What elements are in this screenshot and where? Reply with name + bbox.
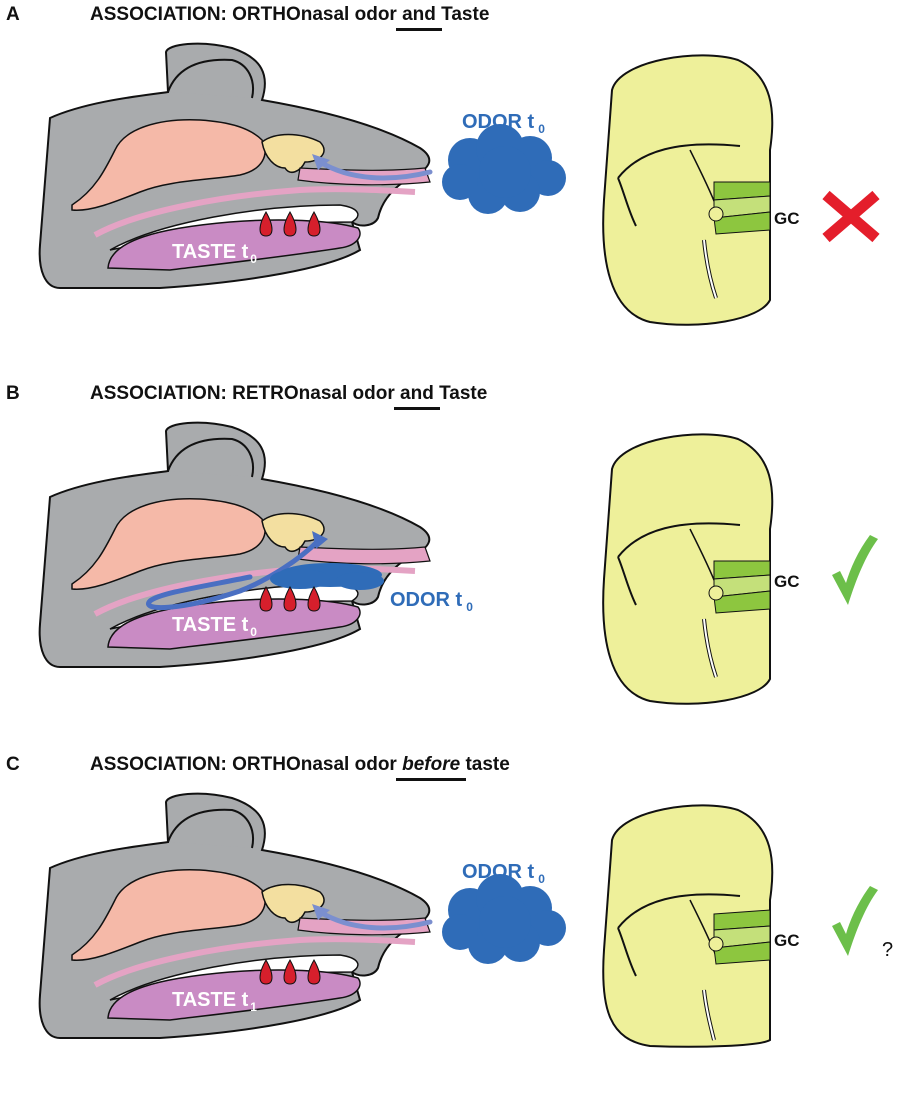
taste-drop (283, 210, 297, 237)
coronal-brain-section (602, 804, 774, 1048)
taste-drop (259, 210, 273, 237)
title-text-end: Taste (435, 4, 490, 25)
odor-flow-arrowhead (312, 154, 330, 170)
cross-mark-icon (822, 190, 880, 243)
tongue (107, 219, 361, 271)
taste-drop (307, 958, 321, 985)
olfactory-bulb (261, 883, 325, 923)
panel-letter: B (6, 383, 20, 404)
title-text: ASSOCIATION: ORTHOnasal odor (90, 754, 403, 775)
brain (71, 869, 266, 961)
taste-drop (307, 585, 321, 612)
title-text-end: taste (460, 754, 510, 775)
panel-title: ASSOCIATION: ORTHOnasal odor before tast… (90, 754, 510, 781)
odor-flow-arrowhead (312, 904, 330, 920)
gc-band (713, 941, 771, 965)
title-emphasis: and (396, 4, 442, 31)
taste-drop (259, 958, 273, 985)
ear (167, 808, 254, 849)
odor-flow-arrow (317, 159, 433, 181)
taste-drop (259, 585, 273, 612)
taste-drop (283, 585, 297, 612)
taste-drop (283, 958, 297, 985)
tongue (107, 598, 361, 650)
odor-flow-arrowhead (312, 531, 328, 549)
odor-flow-arrow (145, 538, 321, 610)
palate (93, 186, 416, 238)
taste-drop (307, 210, 321, 237)
coronal-brain-section (602, 54, 774, 326)
odor-cloud (442, 124, 566, 214)
title-text: ASSOCIATION: ORTHOnasal odor (90, 4, 403, 25)
coronal-brain-section (602, 433, 774, 705)
ear (167, 58, 254, 99)
gc-band (713, 590, 771, 614)
olfactory-bulb (261, 133, 325, 173)
brain (71, 119, 266, 211)
title-emphasis: and (394, 383, 440, 410)
title-text: ASSOCIATION: RETROnasal odor (90, 383, 401, 404)
gc-label: GC (774, 931, 800, 950)
tongue (107, 969, 361, 1021)
panel-letter: C (6, 754, 20, 775)
panel-letter: A (6, 4, 20, 25)
check-mark-icon (832, 535, 878, 605)
title-text-end: Taste (433, 383, 488, 404)
ear (167, 437, 254, 478)
odor-flow-arrow (317, 909, 433, 931)
panel-title: ASSOCIATION: RETROnasal odor and Taste (90, 383, 488, 410)
brain (71, 498, 266, 590)
question-mark: ? (882, 939, 893, 961)
panel-a: A ASSOCIATION: ORTHOnasal odor and Taste… (0, 0, 901, 350)
olfactory-bulb (261, 512, 325, 552)
odor-cloud (442, 874, 566, 964)
gc-label: GC (774, 209, 800, 228)
panel-b: B ASSOCIATION: RETROnasal odor and Taste… (0, 379, 901, 729)
panel-title: ASSOCIATION: ORTHOnasal odor and Taste (90, 4, 490, 31)
odor-cloud (270, 563, 384, 590)
gc-label: GC (774, 572, 800, 591)
palate (93, 936, 416, 988)
title-emphasis: before (396, 754, 467, 781)
check-mark-icon (832, 886, 878, 956)
taste-drops (259, 210, 321, 237)
panel-c: C ASSOCIATION: ORTHOnasal odor before ta… (0, 750, 901, 1100)
taste-drops (259, 585, 321, 612)
taste-drops (259, 958, 321, 985)
gc-band (713, 211, 771, 235)
nasal-passage (297, 546, 431, 565)
